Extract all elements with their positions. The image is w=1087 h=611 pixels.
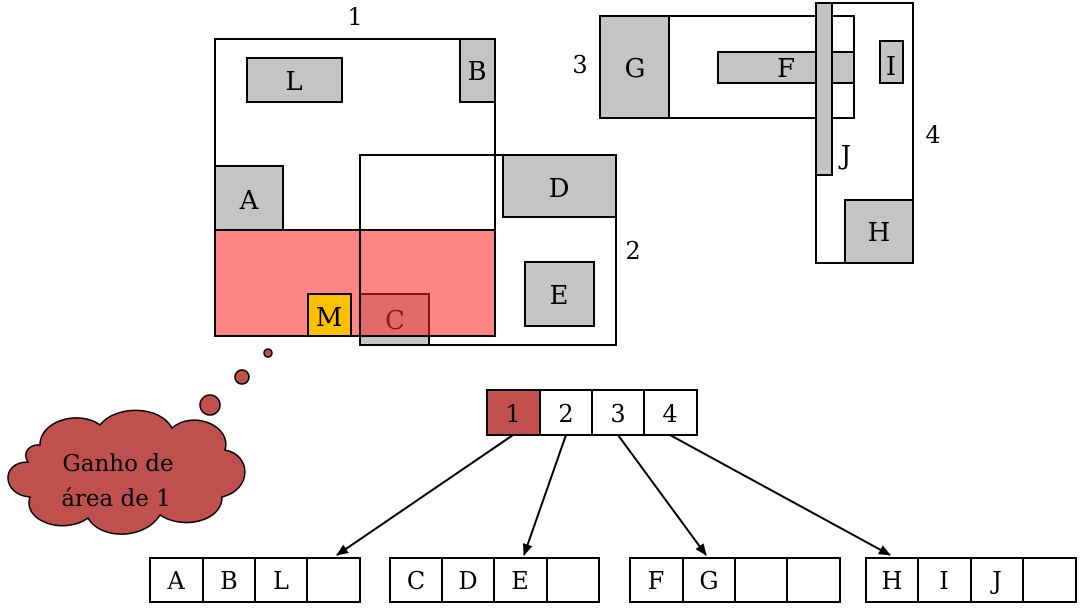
entry-D-label: D [549,174,570,204]
leaf-3-cell-1 [629,557,684,603]
entry-C-label: C [385,306,405,336]
new-entry-M-label: M [316,303,343,333]
thought-text-line2: área de 1 [61,486,171,512]
edge-root-to-leaf-4 [669,434,891,556]
leaf-2-cell-4 [546,557,600,603]
entry-L-label: L [285,67,302,97]
entry-D-box [502,154,617,218]
leaf-node-4: H I J [865,557,1077,603]
thought-text-line1: Ganho de [62,451,173,477]
region-1-label: 1 [347,3,362,31]
leaf-4-cell-3-text: J [989,567,1002,595]
entry-F-label: F [777,54,795,84]
entry-A-box [214,165,284,231]
leaf-1-cell-3-text: L [273,567,289,595]
thought-cloud [7,409,246,535]
entry-I-box [879,40,904,84]
entry-B-box [459,38,496,103]
leaf-4-cell-1-text: H [882,567,903,595]
region-2-label: 2 [625,237,640,265]
leaf-2-cell-1 [389,557,443,603]
leaf-1-cell-2-text: B [220,567,238,595]
thought-dot-large [199,394,221,416]
leaf-1-cell-4 [306,557,361,603]
leaf-1-cell-1-text: A [166,567,185,595]
leaf-3-cell-3 [734,557,788,603]
entry-L-box [246,57,343,103]
root-cell-4-text: 4 [662,400,677,428]
edge-root-to-leaf-3 [617,434,707,556]
edge-root-to-leaf-1 [336,434,514,556]
leaf-4-cell-2 [917,557,972,603]
leaf-1-cell-2 [202,557,256,603]
leaf-4-cell-2-text: I [939,567,948,595]
thought-dot-medium [234,369,250,385]
entry-H-box [844,199,914,264]
root-cell-1-text: 1 [505,400,520,428]
entry-J-box [815,2,833,176]
root-cell-1 [486,389,541,436]
leaf-1-cell-3 [254,557,308,603]
leaf-1-cell-1 [149,557,204,603]
edge-root-to-leaf-2 [522,434,567,556]
region-1-area-gain [214,229,496,337]
new-entry-M-box [307,293,352,337]
leaf-3-cell-2-text: G [699,567,718,595]
leaf-2-cell-1-text: C [407,567,425,595]
entry-J-label: J [838,141,851,171]
entry-A-label: A [239,186,260,216]
region-4-label: 4 [925,121,940,149]
entry-G-box [599,15,670,119]
entry-I-label: I [886,52,896,82]
leaf-2-cell-3 [493,557,548,603]
root-node: 1 2 3 4 [486,389,698,436]
leaf-3-cell-1-text: F [648,567,665,595]
leaf-2-cell-3-text: E [511,567,529,595]
region-3-label: 3 [572,51,587,79]
entry-H-label: H [868,218,891,248]
entry-G-label: G [625,54,646,84]
entry-E-box [524,261,595,327]
leaf-2-cell-2-text: D [458,567,477,595]
leaf-node-3: F G [629,557,841,603]
root-cell-3-text: 3 [610,400,625,428]
root-cell-2-text: 2 [558,400,573,428]
entry-E-label: E [550,281,569,311]
leaf-node-1: A B L [149,557,361,603]
leaf-4-cell-4 [1022,557,1077,603]
entry-B-label: B [467,57,486,87]
leaf-3-cell-4 [786,557,841,603]
leaf-node-2: C D E [389,557,600,603]
thought-dot-small [263,348,273,358]
